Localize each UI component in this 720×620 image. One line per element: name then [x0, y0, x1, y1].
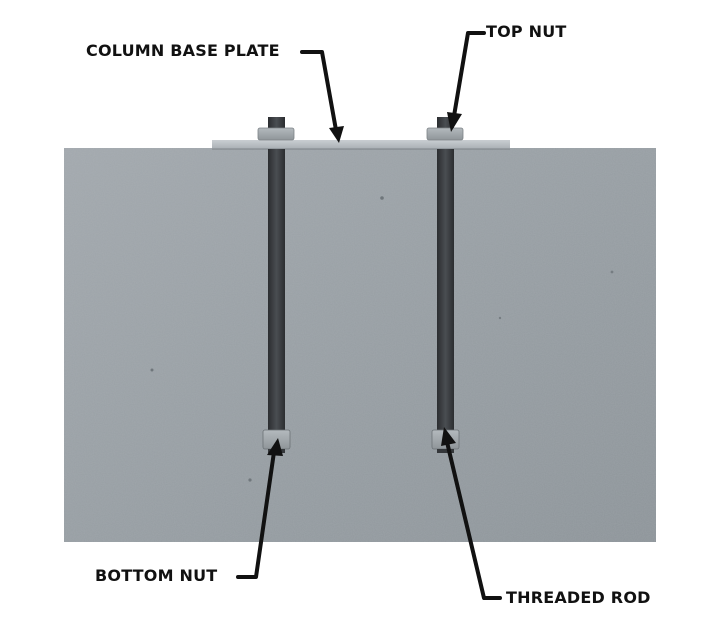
- bottom-nut-label: BOTTOM NUT: [95, 566, 218, 585]
- threaded-rod-right: [437, 149, 454, 433]
- column-base-plate-arrowhead: [329, 126, 344, 143]
- threaded-rod-arrowhead: [441, 427, 456, 446]
- threaded-rod-arrow: [445, 440, 502, 600]
- top-nut-left: [257, 127, 295, 141]
- concrete-block: [64, 148, 656, 542]
- top-nut-label: TOP NUT: [486, 22, 567, 41]
- threaded-rod-left: [268, 149, 285, 433]
- bottom-nut-arrowhead: [267, 438, 283, 456]
- column-base-plate-arrow: [300, 50, 338, 132]
- threaded-rod-label: THREADED ROD: [506, 588, 651, 607]
- top-nut-arrowhead: [447, 112, 462, 132]
- top-nut-arrow: [452, 31, 486, 118]
- column-base-plate-label: COLUMN BASE PLATE: [86, 41, 280, 60]
- bottom-nut-arrow: [236, 450, 276, 579]
- callout-arrows: [236, 31, 502, 600]
- top-nut-right: [426, 127, 464, 141]
- column-base-plate: [212, 140, 510, 150]
